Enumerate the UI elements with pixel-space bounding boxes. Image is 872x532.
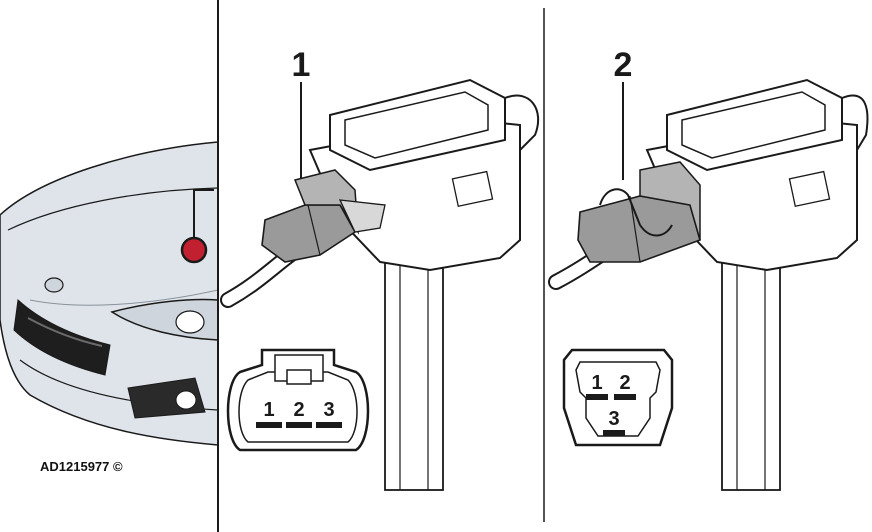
callout-label-1: 1: [292, 46, 311, 84]
location-marker: [180, 236, 208, 264]
pin-label: 3: [323, 399, 334, 421]
pin-label: 2: [293, 399, 304, 421]
reference-code: AD1215977 ©: [40, 459, 123, 474]
ignition-coil-1: [220, 78, 540, 491]
connector-2-pinout: 1 2 3: [562, 348, 674, 447]
pin-label: 3: [608, 408, 619, 430]
connector-1-pinout: 1 2 3: [226, 348, 370, 452]
callout-label-2: 2: [614, 46, 633, 84]
pin-label: 1: [263, 399, 274, 421]
car-front-illustration: [0, 141, 218, 446]
ignition-coil-2: [548, 78, 869, 491]
pin-label: 2: [619, 372, 630, 394]
pin-label: 1: [591, 372, 602, 394]
